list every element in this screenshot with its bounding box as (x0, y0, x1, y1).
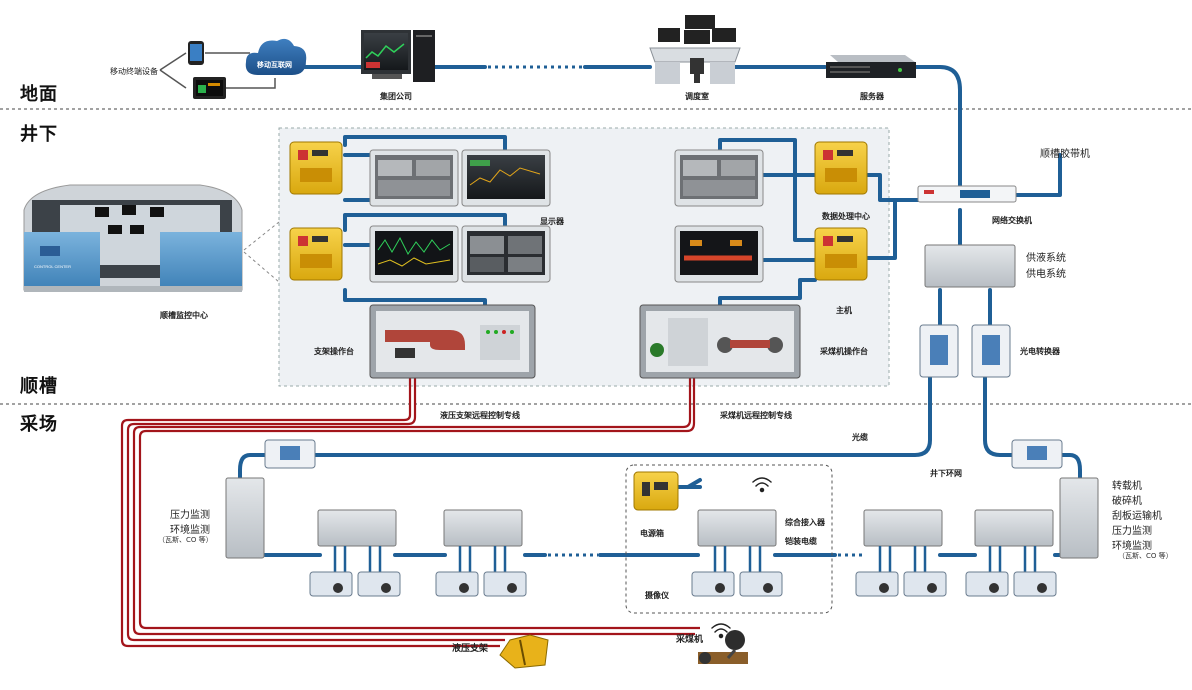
left-env-note: （瓦斯、CO 等） (158, 536, 213, 544)
mobile-terminal-label: 移动终端设备 (110, 67, 158, 76)
mobile-phone (188, 41, 204, 65)
access-unit (697, 509, 777, 547)
shearer-console (639, 304, 801, 379)
monitoring-center-label: 顺槽监控中心 (160, 311, 208, 320)
right-env-note: （瓦斯、CO 等） (1118, 552, 1173, 560)
power-box (633, 471, 679, 511)
callout-lines (243, 221, 280, 283)
camera-row (309, 571, 1057, 597)
access-unit (317, 509, 397, 547)
support-console (369, 304, 536, 379)
access-unit (863, 509, 943, 547)
right-item-1: 破碎机 (1112, 496, 1142, 507)
access-unit (443, 509, 523, 547)
optical-converter (971, 324, 1011, 378)
liquid-supply-label: 供液系统 (1026, 253, 1066, 264)
shearer (698, 630, 748, 664)
workface-converter (1011, 439, 1063, 469)
power-supply-label: 供电系统 (1026, 269, 1066, 280)
monitor-screen (461, 225, 551, 283)
tablet-device (193, 77, 226, 99)
workface-converter (264, 439, 316, 469)
wifi-icon (752, 477, 772, 493)
host-label: 主机 (836, 306, 852, 315)
optical-converter (919, 324, 959, 378)
camera-cables (333, 546, 1037, 572)
zone-dividers (0, 108, 1192, 405)
hydraulic-line-label: 液压支架远程控制专线 (440, 411, 520, 420)
zone-underground: 井下 (20, 124, 58, 145)
monitoring-center-sign: CONTROL CENTER (34, 264, 71, 269)
server-rack (826, 55, 916, 78)
camera-lenses (333, 583, 1047, 593)
dispatch-room-console (649, 15, 741, 84)
conveyor-label: 顺槽胶带机 (1040, 149, 1090, 160)
internet-label: 移动互联网 (257, 61, 292, 69)
sensor-hub-right (1059, 477, 1099, 559)
wifi-icon (711, 623, 731, 639)
monitor-screen (369, 225, 459, 283)
ring-network-label: 井下环网 (930, 469, 962, 478)
monitoring-center-cabin: CONTROL CENTER (23, 184, 243, 292)
left-pressure-label: 压力监测 (170, 510, 210, 521)
zone-surface: 地面 (20, 84, 58, 105)
explosion-box (814, 141, 868, 195)
right-item-3: 压力监测 (1112, 526, 1152, 537)
explosion-box (814, 227, 868, 281)
display-label: 显示器 (540, 217, 564, 226)
fiber-label: 光缆 (852, 433, 868, 442)
optical-converter-label: 光电转换器 (1020, 347, 1060, 356)
junction-box (924, 244, 1016, 288)
group-company-workstation (361, 30, 435, 82)
group-company-label: 集团公司 (380, 92, 412, 101)
data-center-label: 数据处理中心 (822, 212, 870, 221)
sensor-hub-left (225, 477, 265, 559)
shearer-label: 采煤机 (676, 635, 704, 645)
dotted-links (488, 65, 862, 557)
network-switch (917, 185, 1017, 203)
access-unit (974, 509, 1054, 547)
explosion-box (289, 141, 343, 195)
right-item-2: 刮板运输机 (1112, 511, 1162, 522)
hydraulic-support-label: 液压支架 (452, 644, 489, 654)
server-label: 服务器 (860, 92, 884, 101)
support-console-label: 支架操作台 (314, 347, 354, 356)
monitor-screen (674, 225, 764, 283)
network-cables (238, 65, 1082, 557)
right-item-0: 转载机 (1112, 481, 1142, 492)
zone-workface: 采场 (20, 414, 58, 435)
access-unit-label: 综合接入器 (785, 518, 825, 527)
left-env-label: 环境监测 (170, 525, 210, 536)
mobile-links (159, 52, 276, 89)
monitor-screen (369, 149, 459, 207)
zone-roadway: 顺槽 (20, 376, 58, 397)
power-box-label: 电源箱 (640, 529, 664, 538)
explosion-box (289, 227, 343, 281)
monitor-screen (461, 149, 551, 207)
shearer-console-label: 采煤机操作台 (820, 347, 868, 356)
hydraulic-support (499, 634, 549, 669)
monitor-screen (674, 149, 764, 207)
right-item-4: 环境监测 (1112, 541, 1152, 552)
camera-label: 摄像仪 (645, 591, 669, 600)
control-lines (120, 378, 700, 648)
armored-cable-label: 铠装电缆 (785, 537, 817, 546)
shearer-line-label: 采煤机远程控制专线 (720, 411, 792, 420)
switch-label: 网络交换机 (992, 216, 1032, 225)
dispatch-room-label: 调度室 (685, 92, 709, 101)
cloud-icon (245, 38, 307, 75)
